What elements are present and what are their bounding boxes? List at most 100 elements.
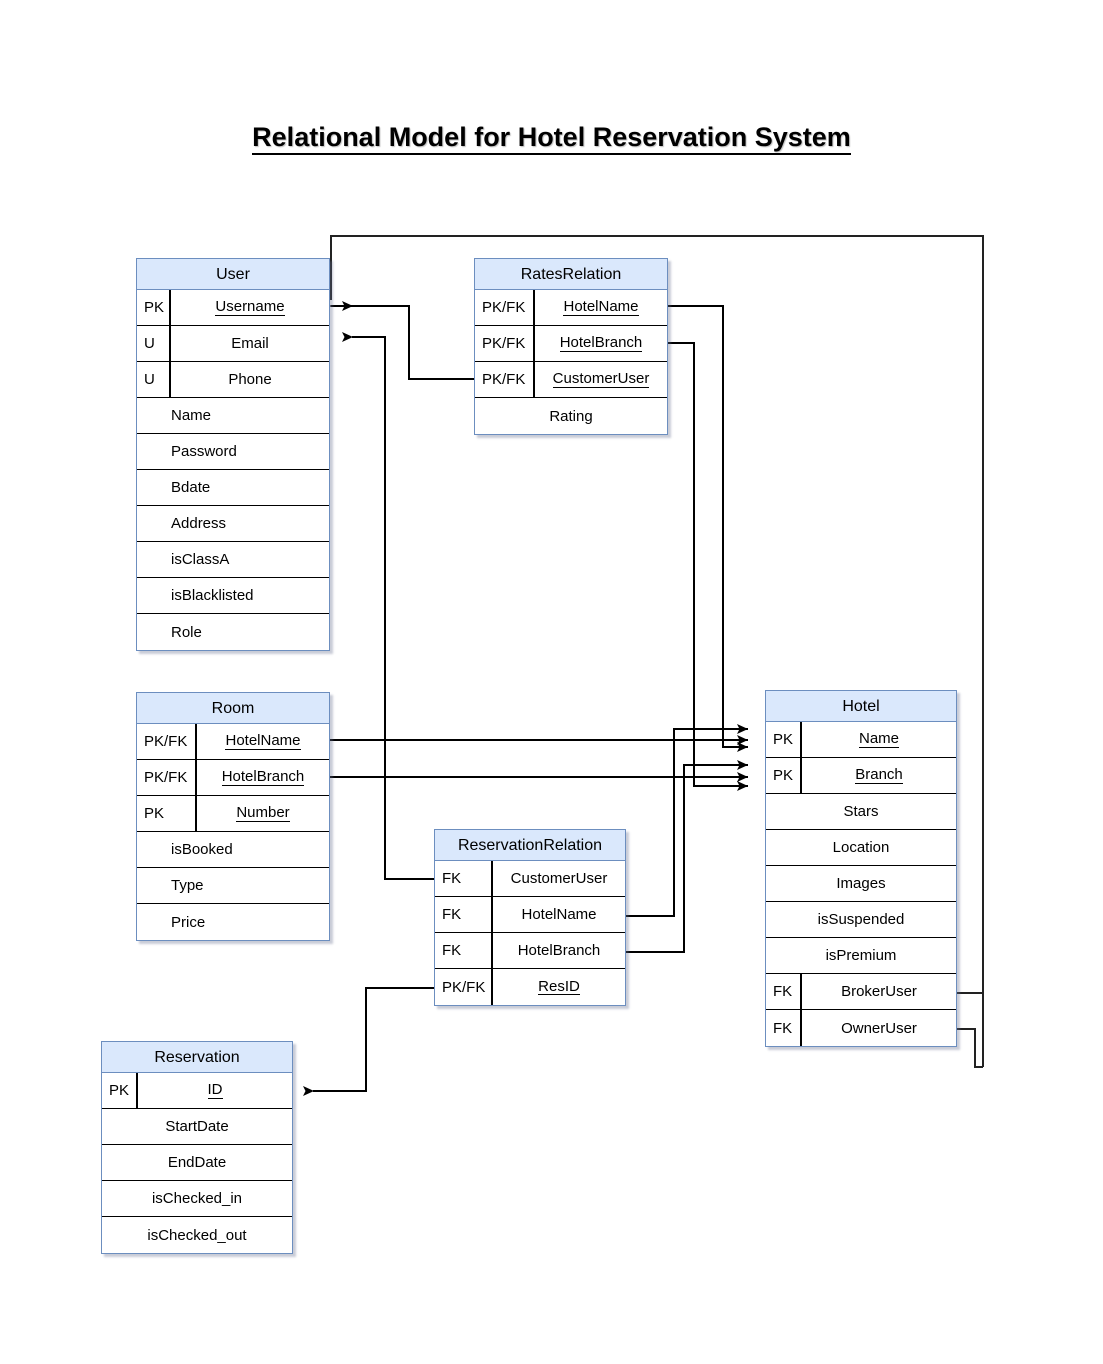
row-attr: isPremium (825, 947, 897, 964)
table-row: isPremium (766, 938, 956, 974)
table-reservationrelation-title: ReservationRelation (435, 830, 625, 861)
table-row: Address (137, 506, 329, 542)
row-attr: ResID (538, 977, 580, 996)
row-attr: Phone (228, 371, 272, 388)
table-row: Rating (475, 398, 667, 434)
table-hotel[interactable]: Hotel PK Name PK Branch Stars Location Ima… (765, 690, 957, 1047)
table-hotel-title: Hotel (766, 691, 956, 722)
row-key: PK (137, 290, 171, 325)
row-key: PK/FK (475, 362, 535, 397)
row-attr: isChecked_in (151, 1190, 243, 1207)
edge-rates-customeruser-user-username (342, 301, 474, 380)
table-row: isBlacklisted (137, 578, 329, 614)
row-attr: HotelName (563, 298, 639, 316)
table-row: Bdate (137, 470, 329, 506)
table-row: Name (137, 398, 329, 434)
table-row: U Phone (137, 362, 329, 398)
table-row: isChecked_in (102, 1181, 292, 1217)
row-attr: Type (171, 877, 204, 894)
row-key: PK (137, 796, 197, 831)
row-key: PK/FK (137, 724, 197, 759)
row-attr: EndDate (167, 1154, 227, 1171)
page-title-text: Relational Model for Hotel Reservation S… (252, 122, 851, 155)
row-key: FK (766, 974, 802, 1009)
page-title: Relational Model for Hotel Reservation S… (0, 122, 1103, 155)
row-attr: Username (215, 298, 285, 316)
row-attr: HotelBranch (559, 334, 643, 352)
row-attr: Address (171, 515, 227, 532)
table-row: PK ID (102, 1073, 292, 1109)
table-row: FK HotelBranch (435, 933, 625, 969)
edge-hotel-owneruser-user-username (957, 1028, 983, 1068)
table-row: PK/FK HotelBranch (475, 326, 667, 362)
table-row: PK Number (137, 796, 329, 832)
row-attr: Stars (843, 803, 879, 820)
edge-resrel-customeruser-user-email (342, 332, 434, 880)
edge-resrel-hotelbranch-hotel-branch (626, 760, 748, 953)
table-row: FK OwnerUser (766, 1010, 956, 1046)
row-key: PK/FK (475, 326, 535, 361)
row-attr: HotelBranch (221, 768, 305, 786)
edge-rates-hotelbranch-hotel-branch (668, 342, 748, 791)
row-attr: Location (832, 839, 890, 856)
row-attr: Rating (549, 407, 593, 425)
table-row: PK Branch (766, 758, 956, 794)
row-attr: OwnerUser (841, 1019, 917, 1037)
table-row: isClassA (137, 542, 329, 578)
table-row: isSuspended (766, 902, 956, 938)
table-row: Stars (766, 794, 956, 830)
row-key: PK (102, 1073, 138, 1108)
row-attr: Price (171, 913, 206, 931)
table-ratesrelation[interactable]: RatesRelation PK/FK HotelName PK/FK HotelB… (474, 258, 668, 435)
table-row: FK CustomerUser (435, 861, 625, 897)
row-attr: Email (231, 335, 269, 352)
row-attr: isBooked (171, 841, 233, 858)
row-attr: CustomerUser (510, 870, 608, 887)
row-attr: HotelName (225, 732, 301, 750)
table-row: EndDate (102, 1145, 292, 1181)
table-row: Images (766, 866, 956, 902)
edge-resrel-hotelname-hotel-name (626, 724, 748, 917)
table-row: Password (137, 434, 329, 470)
row-attr: HotelBranch (517, 942, 601, 959)
table-reservationrelation[interactable]: ReservationRelation FK CustomerUser FK Hot… (434, 829, 626, 1006)
table-row: Location (766, 830, 956, 866)
row-key: PK (766, 758, 802, 793)
row-attr: isClassA (171, 551, 230, 568)
row-attr: StartDate (165, 1118, 229, 1135)
row-attr: Number (236, 804, 290, 822)
edge-rates-hotelname-hotel-name (668, 305, 748, 752)
row-attr: Role (171, 623, 202, 641)
table-room-title: Room (137, 693, 329, 724)
row-attr: Bdate (171, 479, 211, 496)
table-user-title: User (137, 259, 329, 290)
table-row: PK Name (766, 722, 956, 758)
table-row: isChecked_out (102, 1217, 292, 1253)
row-key: FK (766, 1010, 802, 1046)
row-key: FK (435, 933, 493, 968)
row-attr: Name (171, 407, 212, 424)
row-key: PK (766, 722, 802, 757)
edge-resrel-resid-reservation-id (303, 987, 434, 1096)
table-row: isBooked (137, 832, 329, 868)
row-attr: ID (207, 1081, 223, 1099)
row-attr: isSuspended (817, 911, 905, 928)
table-row: Price (137, 904, 329, 940)
row-attr: Branch (855, 766, 903, 784)
row-attr: Name (858, 730, 899, 748)
row-attr: Images (836, 875, 886, 892)
table-row: StartDate (102, 1109, 292, 1145)
table-row: PK/FK HotelName (137, 724, 329, 760)
row-key: U (137, 362, 171, 397)
table-ratesrelation-title: RatesRelation (475, 259, 667, 290)
row-key: FK (435, 861, 493, 896)
